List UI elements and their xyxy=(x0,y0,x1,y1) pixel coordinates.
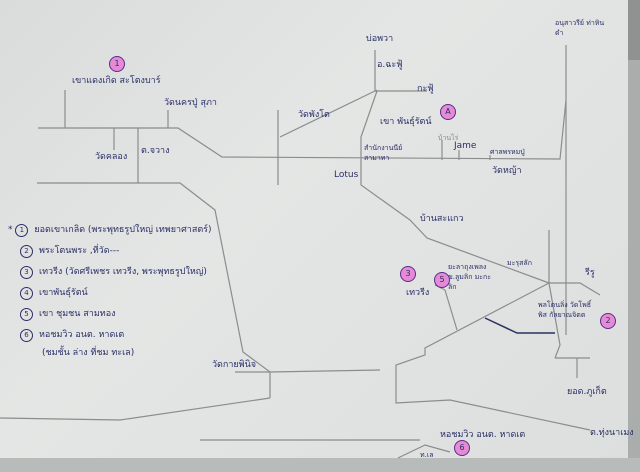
road xyxy=(38,99,567,160)
location-marker: 6 xyxy=(454,440,470,456)
place-label: สำนักงานนีย์ สามาทา xyxy=(364,144,403,162)
map-legend: * 1 ยอดเขาเกลิด (พระพุทธรูปใหญ่ เทพยาศาสต… xyxy=(8,220,212,360)
legend-text: เขาพันธุ์รัตน์ xyxy=(39,288,88,298)
legend-item: 5 เขา ชุมชน สามทอง xyxy=(8,304,212,325)
legend-text: (ชมชั้น ล่าง ที่ชม ทะเล) xyxy=(42,348,135,358)
location-marker: 5 xyxy=(434,272,450,288)
place-label: บ้านสะแกว xyxy=(420,214,464,224)
background-edge xyxy=(628,60,640,472)
place-label: กะฟู้ xyxy=(417,84,434,94)
location-marker: 1 xyxy=(109,56,125,72)
place-label: มะรุสลัก xyxy=(507,259,532,267)
place-label: เขาแดงเกิด สะโตงบาร์ xyxy=(72,76,161,86)
legend-number: 4 xyxy=(20,287,33,300)
place-label: อนุสาวรีย์ ท่าหินดำ xyxy=(555,19,605,37)
place-label: หอชมวิว อนต. หาดเต xyxy=(440,430,526,440)
place-label: วัดหญ้า xyxy=(492,166,522,176)
place-label: ต.ทุ่งนาเมง xyxy=(590,428,634,438)
place-label: ต.จวาง xyxy=(141,146,170,156)
place-label: วัดพังโต xyxy=(298,110,330,120)
legend-text: หอชมวิว อนต. หาดเต xyxy=(39,330,125,340)
place-label: บ้านไร่ xyxy=(438,134,459,142)
highlighted-road xyxy=(484,317,555,334)
road xyxy=(444,289,458,331)
place-label: ยอด.ภูเก็ต xyxy=(567,387,607,397)
place-label: Jame xyxy=(454,141,477,151)
legend-text: เทวรีง (วัดศรีเพชร เทวรีง, พระพุทธรูปใหญ… xyxy=(39,267,207,277)
paper-map-photo xyxy=(0,0,628,458)
road xyxy=(549,282,601,296)
place-label: เทวรีง xyxy=(406,288,430,298)
road xyxy=(37,182,271,398)
place-label: ท.เล xyxy=(420,451,434,459)
road xyxy=(548,230,561,359)
legend-text: พระโตนพระ ,ที่วัด--- xyxy=(39,246,120,256)
road xyxy=(279,89,378,138)
road xyxy=(360,90,550,284)
place-label: ศาลพรหมปู่ xyxy=(490,148,525,156)
legend-number: 5 xyxy=(20,308,33,321)
location-marker: A xyxy=(440,104,456,120)
place-label: วัดกายพินิจ xyxy=(212,360,257,370)
legend-item: 2 พระโตนพระ ,ที่วัด--- xyxy=(8,241,212,262)
legend-number: 3 xyxy=(20,266,33,279)
legend-text: ยอดเขาเกลิด (พระพุทธรูปใหญ่ เทพยาศาสตร์) xyxy=(34,225,212,235)
legend-item: (ชมชั้น ล่าง ที่ชม ทะเล) xyxy=(8,346,212,360)
place-label: บ่อพวา xyxy=(366,34,394,44)
legend-item: 3 เทวรีง (วัดศรีเพชร เทวรีง, พระพุทธรูปให… xyxy=(8,262,212,283)
place-label: อ.ฉะฟู้ xyxy=(377,60,403,70)
location-marker: 2 xyxy=(600,313,616,329)
location-marker: 3 xyxy=(400,266,416,282)
road xyxy=(235,369,381,373)
legend-item: 4 เขาพันธุ์รัตน์ xyxy=(8,283,212,304)
legend-text: เขา ชุมชน สามทอง xyxy=(39,309,116,319)
place-label: ยะลาถุงเพลง ข.ลูมลิก มะกะลิก xyxy=(448,263,492,291)
road xyxy=(397,444,451,459)
place-label: วัดคลอง xyxy=(95,152,128,162)
road xyxy=(0,397,271,421)
place-label: รีรู xyxy=(585,268,595,278)
background-table-edge xyxy=(0,458,640,472)
place-label: พลโตนลิ่ง วัดโพธิ์พิส กัลยาณจิตต xyxy=(538,301,592,319)
legend-number: 1 xyxy=(15,224,29,237)
legend-item: 6 หอชมวิว อนต. หาดเต xyxy=(8,325,212,346)
road xyxy=(395,282,591,431)
legend-asterisk: * xyxy=(8,225,13,235)
legend-number: 6 xyxy=(20,329,33,342)
place-label: เขา พันธุ์รัตน์ xyxy=(380,117,432,127)
place-label: วัดนครปู่ สุภา xyxy=(164,98,217,108)
legend-number: 2 xyxy=(20,245,33,258)
legend-item: * 1 ยอดเขาเกลิด (พระพุทธรูปใหญ่ เทพยาศาสต… xyxy=(8,220,212,241)
place-label: Lotus xyxy=(334,170,359,180)
